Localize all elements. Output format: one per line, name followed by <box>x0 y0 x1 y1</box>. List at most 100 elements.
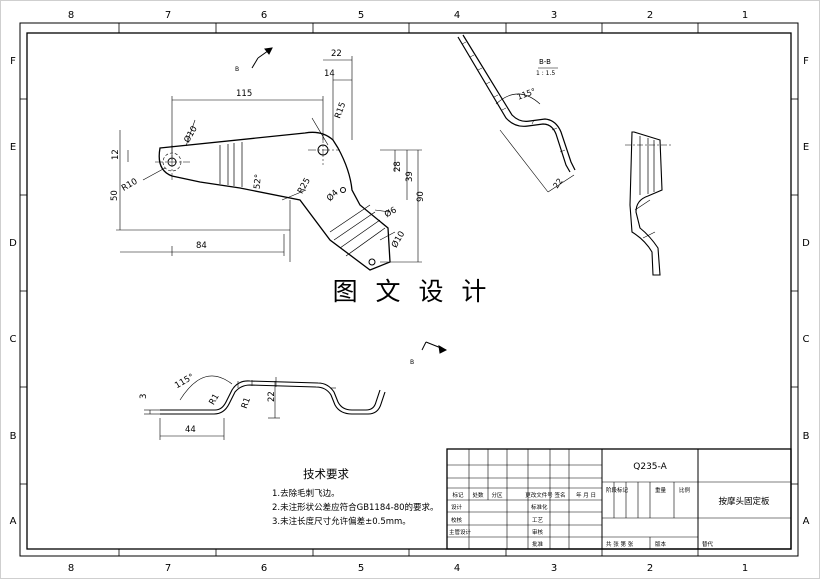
front-view <box>144 341 448 440</box>
lbl-design: 设计 <box>451 503 463 511</box>
zone-right-e: E <box>803 142 809 153</box>
section-profile-inner <box>462 34 576 171</box>
tech-line-1: 1.去除毛刺飞边。 <box>272 488 340 499</box>
plan-view <box>116 47 422 271</box>
dim-28: 28 <box>393 161 403 172</box>
dim-115: 115 <box>236 89 252 99</box>
section-dimension-lines <box>499 67 575 193</box>
front-dimension-lines <box>144 381 280 440</box>
dim-50: 50 <box>110 190 120 201</box>
zone-right-a: A <box>803 516 810 527</box>
zone-left-c: C <box>10 334 17 345</box>
lbl-chief-design: 主管设计 <box>449 528 472 536</box>
lbl-weight: 重量 <box>655 486 667 494</box>
dimension-lines <box>116 56 422 263</box>
hdr-count: 处数 <box>472 491 484 499</box>
zone-bottom-4: 4 <box>454 563 460 574</box>
lbl-check: 校核 <box>451 516 463 524</box>
zone-bottom-5: 5 <box>358 563 364 574</box>
title-block-text: Q235-A 按摩头固定板 标记 处数 分区 更改文件号 签名 年 月 日 设计… <box>449 462 770 548</box>
dim-84: 84 <box>196 241 207 251</box>
zone-top-4: 4 <box>454 10 460 21</box>
zone-right-b: B <box>803 431 810 442</box>
side-view <box>625 131 672 276</box>
zone-top-1: 1 <box>742 10 748 21</box>
hdr-mark: 标记 <box>452 491 464 499</box>
front-profile-bottom <box>160 384 386 415</box>
dim-14: 14 <box>324 69 335 79</box>
front-profile-top <box>160 380 381 411</box>
section-angle-arc <box>495 93 541 105</box>
tech-line-3: 3.未注长度尺寸允许偏差±0.5mm。 <box>272 516 411 527</box>
side-bend-2 <box>642 231 656 239</box>
part-name-text: 按摩头固定板 <box>718 496 770 507</box>
hdr-change-doc: 更改文件号 <box>525 491 553 499</box>
dim-52: 52° <box>253 174 264 190</box>
zone-top-6: 6 <box>261 10 267 21</box>
section-b-b <box>457 34 576 193</box>
dim-12: 12 <box>111 149 121 160</box>
zone-right-f: F <box>803 56 809 67</box>
lbl-review: 审核 <box>532 528 544 536</box>
section-scale: 1 : 1.5 <box>536 70 555 77</box>
material-text: Q235-A <box>633 462 667 472</box>
zone-labels: 8 7 6 5 4 3 2 1 8 7 6 5 4 3 2 1 F E D C … <box>9 10 810 574</box>
plate-outline <box>158 131 391 271</box>
zone-bottom-8: 8 <box>68 563 74 574</box>
title-block-labels: 设计 标准化 校核 工艺 主管设计 审核 批准 阶段标记 重量 比例 共 张 第… <box>449 486 714 548</box>
zone-right-d: D <box>802 238 810 249</box>
tech-title: 技术要求 <box>303 467 349 481</box>
view-arrow-b-top <box>251 47 273 69</box>
title-block-frame <box>446 448 792 550</box>
dim-dia6: Ø6 <box>383 204 399 220</box>
revision-grid <box>447 449 602 549</box>
lbl-standardize: 标准化 <box>531 503 548 511</box>
zone-right-c: C <box>803 334 810 345</box>
dim-r1-a: R1 <box>207 392 221 407</box>
middle-grid <box>602 481 791 549</box>
dim-3: 3 <box>139 394 149 399</box>
dim-39: 39 <box>405 171 415 182</box>
section-title: B-B <box>539 58 551 66</box>
zone-top-3: 3 <box>551 10 557 21</box>
dim-r1-b: R1 <box>240 396 253 410</box>
zone-bottom-1: 1 <box>742 563 748 574</box>
bend-lines <box>219 142 386 257</box>
dim-22-front: 22 <box>267 391 277 402</box>
front-angle-arc <box>179 375 233 401</box>
dim-22-top: 22 <box>331 49 342 59</box>
title-block <box>446 448 792 550</box>
lbl-process: 工艺 <box>532 517 544 524</box>
zone-left-b: B <box>10 431 17 442</box>
tech-line-2: 2.未注形状公差应符合GB1184-80的要求。 <box>272 502 439 513</box>
lbl-approve: 批准 <box>532 540 544 548</box>
dim-90: 90 <box>416 191 426 202</box>
zone-left-d: D <box>9 238 17 249</box>
zone-bottom-6: 6 <box>261 563 267 574</box>
lbl-sheets: 共 张 第 张 <box>606 540 634 548</box>
zone-top-2: 2 <box>647 10 653 21</box>
lbl-version: 版本 <box>655 540 667 548</box>
lbl-replace: 替代 <box>702 540 714 548</box>
zone-left-f: F <box>10 56 16 67</box>
lbl-stage-mark: 阶段标记 <box>606 486 629 494</box>
tech-requirements: 技术要求 1.去除毛刺飞边。 2.未注形状公差应符合GB1184-80的要求。 … <box>272 467 439 527</box>
zone-left-e: E <box>10 142 16 153</box>
zone-top-5: 5 <box>358 10 364 21</box>
section-hatch <box>461 41 566 153</box>
front-bend-lines <box>237 377 336 389</box>
lbl-scale: 比例 <box>679 486 691 494</box>
zone-top-7: 7 <box>165 10 171 21</box>
view-arrow-b-mid <box>421 341 448 354</box>
hdr-signature: 签名 <box>554 491 565 499</box>
section-profile-outer <box>457 36 571 173</box>
dim-44: 44 <box>185 425 196 435</box>
zone-top-8: 8 <box>68 10 74 21</box>
front-dimension-text: 44 3 22 115° R1 R1 B <box>139 359 414 435</box>
hole-small <box>340 187 346 193</box>
view-label-b-mid: B <box>410 359 414 366</box>
side-outline <box>629 131 663 276</box>
zone-bottom-7: 7 <box>165 563 171 574</box>
zone-bottom-2: 2 <box>647 563 653 574</box>
side-bend-1 <box>634 199 651 211</box>
